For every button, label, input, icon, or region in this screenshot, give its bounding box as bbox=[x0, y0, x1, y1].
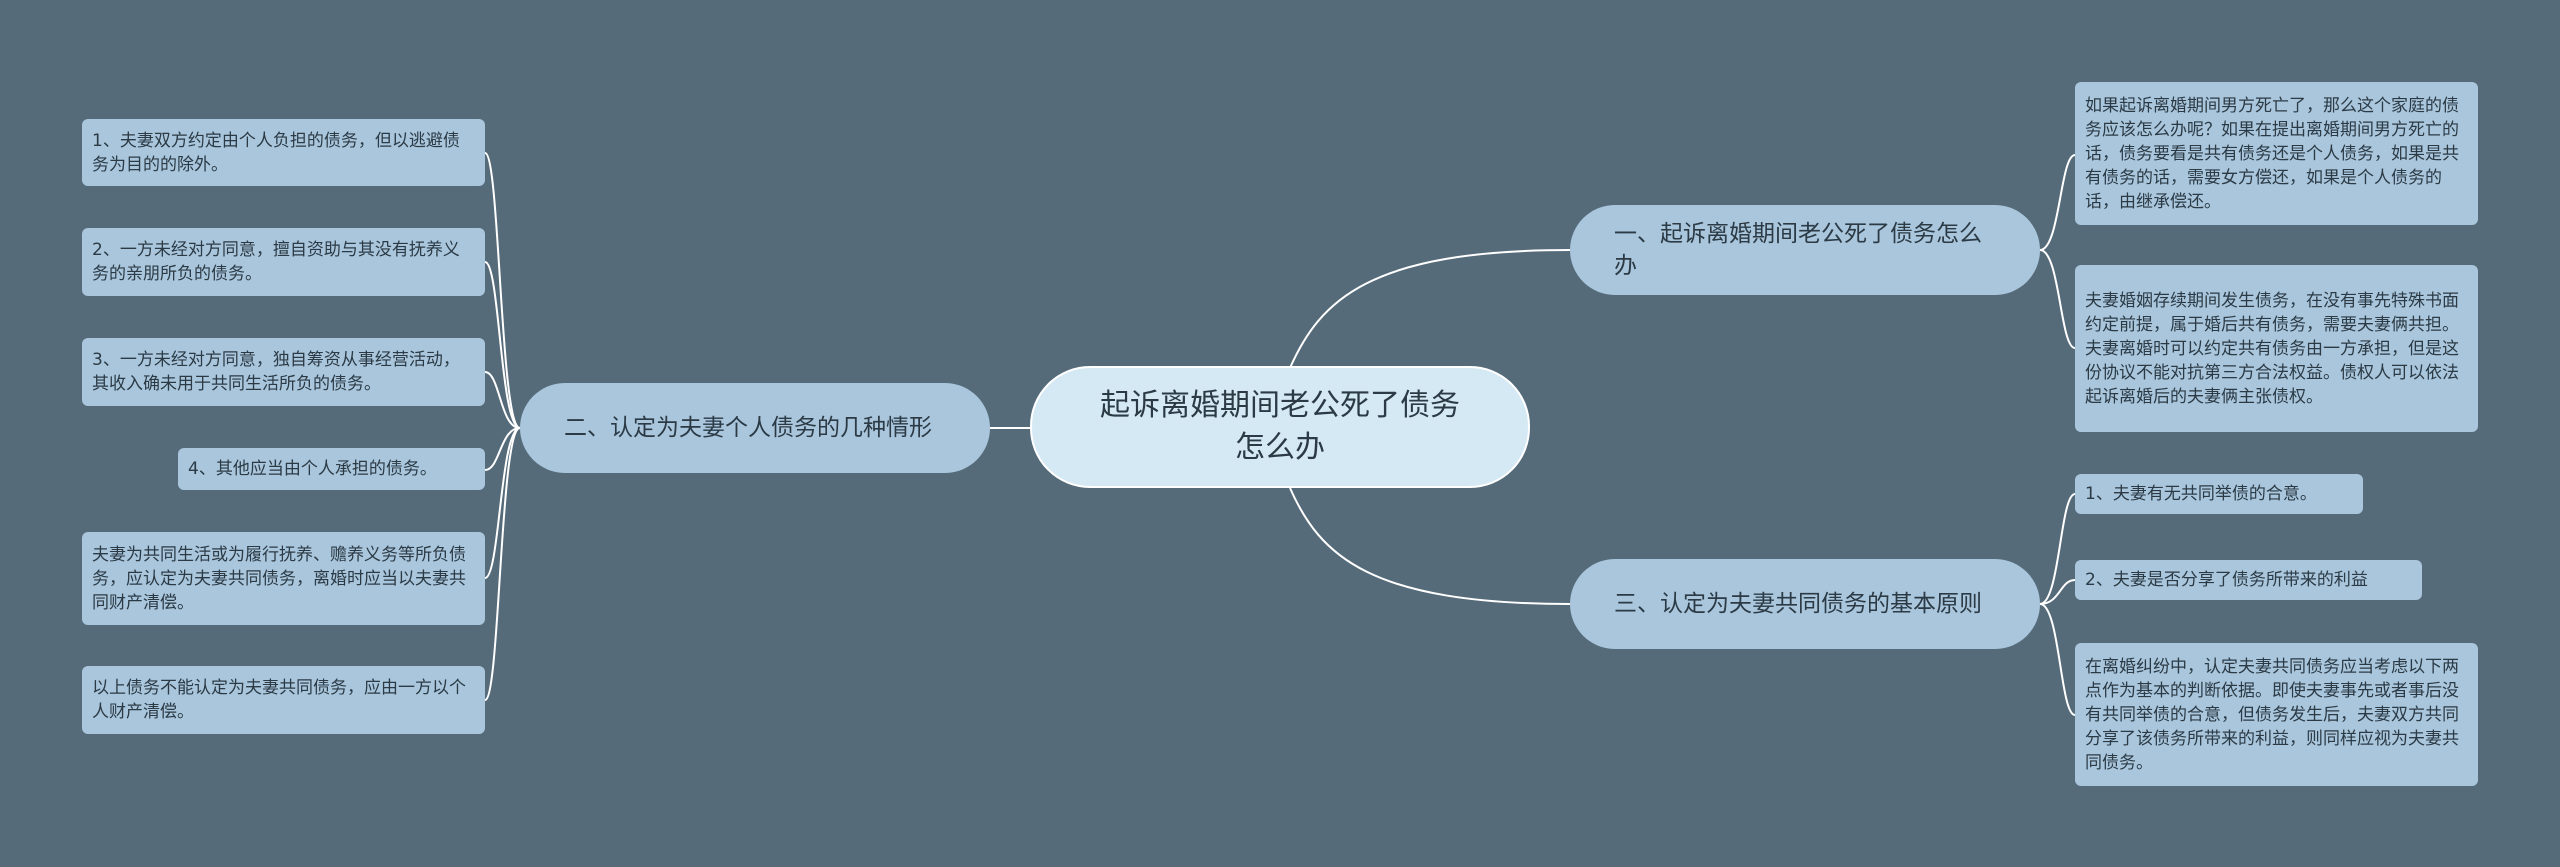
connector-b2-leaf3 bbox=[484, 371, 521, 429]
connector-b2-leaf6 bbox=[484, 427, 521, 701]
connector-b2-leaf1 bbox=[484, 152, 521, 429]
leaf-b2-3-text: 3、一方未经对方同意，独自筹资从事经营活动，其收入确未用于共同生活所负的债务。 bbox=[92, 350, 460, 394]
leaf-b1-1-text: 如果起诉离婚期间男方死亡了，那么这个家庭的债务应该怎么办呢？如果在提出离婚期间男… bbox=[2085, 95, 2459, 212]
leaf-b2-6-text: 以上债务不能认定为夫妻共同债务，应由一方以个人财产清偿。 bbox=[92, 678, 466, 722]
leaf-b2-1-text: 1、夫妻双方约定由个人负担的债务，但以逃避债务为目的的除外。 bbox=[92, 130, 460, 175]
leaf-b2-3[interactable]: 3、一方未经对方同意，独自筹资从事经营活动，其收入确未用于共同生活所负的债务。 bbox=[82, 338, 485, 406]
leaf-b2-5-text: 夫妻为共同生活或为履行抚养、赡养义务等所负债务，应认定为夫妻共同债务，离婚时应当… bbox=[92, 544, 466, 613]
branch-3-label: 三、认定为夫妻共同债务的基本原则 bbox=[1614, 591, 1982, 617]
leaf-b2-5[interactable]: 夫妻为共同生活或为履行抚养、赡养义务等所负债务，应认定为夫妻共同债务，离婚时应当… bbox=[82, 532, 485, 625]
branch-2[interactable]: 二、认定为夫妻个人债务的几种情形 bbox=[520, 383, 990, 473]
leaf-b2-4-text: 4、其他应当由个人承担的债务。 bbox=[188, 459, 437, 479]
connector-b2-leaf5 bbox=[484, 427, 521, 579]
root-topic-label: 起诉离婚期间老公死了债务怎么办 bbox=[1100, 388, 1460, 465]
leaf-b2-2[interactable]: 2、一方未经对方同意，擅自资助与其没有抚养义务的亲朋所负的债务。 bbox=[82, 228, 485, 296]
leaf-b1-2[interactable]: 夫妻婚姻存续期间发生债务，在没有事先特殊书面约定前提，属于婚后共有债务，需要夫妻… bbox=[2075, 265, 2478, 432]
leaf-b3-2[interactable]: 2、夫妻是否分享了债务所带来的利益 bbox=[2075, 560, 2422, 600]
connector-b2-leaf4 bbox=[484, 427, 521, 471]
connector-b2-leaf2 bbox=[484, 261, 521, 429]
leaf-b1-2-text: 夫妻婚姻存续期间发生债务，在没有事先特殊书面约定前提，属于婚后共有债务，需要夫妻… bbox=[2085, 290, 2459, 407]
leaf-b3-1[interactable]: 1、夫妻有无共同举债的合意。 bbox=[2075, 474, 2363, 514]
leaf-b2-6[interactable]: 以上债务不能认定为夫妻共同债务，应由一方以个人财产清偿。 bbox=[82, 666, 485, 734]
leaf-b3-3[interactable]: 在离婚纠纷中，认定夫妻共同债务应当考虑以下两点作为基本的判断依据。即使夫妻事先或… bbox=[2075, 643, 2478, 786]
leaf-b2-1[interactable]: 1、夫妻双方约定由个人负担的债务，但以逃避债务为目的的除外。 bbox=[82, 119, 485, 186]
leaf-b3-3-text: 在离婚纠纷中，认定夫妻共同债务应当考虑以下两点作为基本的判断依据。即使夫妻事先或… bbox=[2085, 656, 2459, 773]
branch-2-label: 二、认定为夫妻个人债务的几种情形 bbox=[564, 415, 932, 441]
connector-root-b1 bbox=[1289, 249, 1571, 369]
connector-b3-leaf1 bbox=[2039, 493, 2076, 605]
leaf-b1-1[interactable]: 如果起诉离婚期间男方死亡了，那么这个家庭的债务应该怎么办呢？如果在提出离婚期间男… bbox=[2075, 82, 2478, 225]
leaf-b3-1-text: 1、夫妻有无共同举债的合意。 bbox=[2085, 484, 2317, 504]
connector-b1-leaf1 bbox=[2039, 154, 2076, 251]
root-topic[interactable]: 起诉离婚期间老公死了债务怎么办 bbox=[1030, 366, 1530, 488]
leaf-b2-2-text: 2、一方未经对方同意，擅自资助与其没有抚养义务的亲朋所负的债务。 bbox=[92, 240, 460, 284]
branch-1[interactable]: 一、起诉离婚期间老公死了债务怎么办 bbox=[1570, 205, 2040, 295]
branch-1-label: 一、起诉离婚期间老公死了债务怎么办 bbox=[1614, 221, 1982, 279]
leaf-b3-2-text: 2、夫妻是否分享了债务所带来的利益 bbox=[2085, 570, 2368, 590]
connector-root-b3 bbox=[1289, 487, 1571, 605]
branch-3[interactable]: 三、认定为夫妻共同债务的基本原则 bbox=[1570, 559, 2040, 649]
connector-b1-leaf2 bbox=[2039, 249, 2076, 349]
connector-b3-leaf3 bbox=[2039, 603, 2076, 716]
leaf-b2-4[interactable]: 4、其他应当由个人承担的债务。 bbox=[178, 448, 485, 490]
connector-b3-leaf2 bbox=[2039, 579, 2076, 605]
